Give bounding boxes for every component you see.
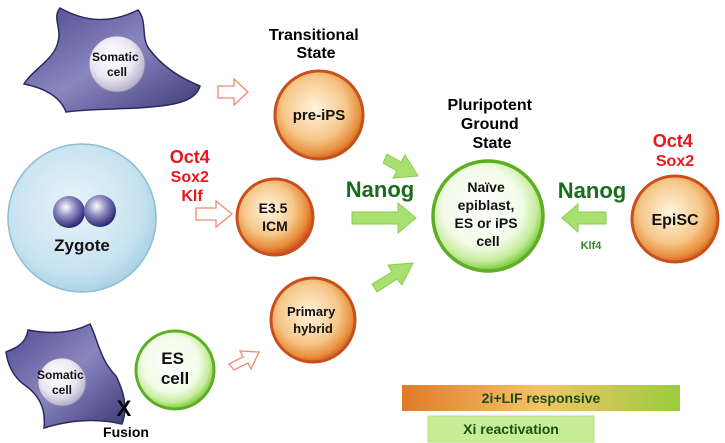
icm-cell: E3.5 ICM bbox=[235, 177, 315, 257]
naive-ground-state-cell: Naïve epiblast, ES or iPS cell bbox=[431, 159, 545, 273]
somatic-cell-top: Somatic cell bbox=[22, 7, 201, 113]
es-cell-body bbox=[134, 329, 216, 411]
heading-line: State bbox=[296, 45, 335, 62]
naive-label: ES or iPS bbox=[455, 215, 518, 231]
somatic-cell-bottom: Somatic cell bbox=[5, 322, 126, 430]
episc-body bbox=[630, 174, 720, 264]
somatic-label: Somatic bbox=[92, 50, 139, 64]
somatic-nucleus bbox=[88, 35, 146, 93]
lif-responsive-bar: 2i+LIF responsive bbox=[402, 385, 680, 411]
pre-ips-label: pre-iPS bbox=[293, 107, 346, 124]
arrow-from-pre-ips bbox=[382, 153, 419, 179]
arrow-from-primary-hybrid bbox=[371, 262, 414, 293]
arrow-from-icm bbox=[351, 201, 417, 235]
lif-bar-fill bbox=[402, 385, 680, 411]
episc-label: EpiSC bbox=[651, 212, 699, 229]
fusion-label: Fusion bbox=[103, 424, 149, 440]
reprogramming-factors-left: Oct4 Sox2 Klf bbox=[170, 147, 214, 205]
nanog-label-right: Nanog bbox=[558, 178, 626, 203]
episc-cell: EpiSC bbox=[630, 174, 720, 264]
svg-text:E3.5 ICM: E3.5 ICM bbox=[259, 200, 292, 234]
heading-line: Pluripotent bbox=[448, 97, 533, 114]
heading-line: Ground bbox=[461, 116, 519, 133]
reprogramming-factors-right: Oct4 Sox2 bbox=[653, 131, 697, 170]
pronucleus-icon bbox=[84, 195, 116, 227]
es-cell: ES cell bbox=[134, 329, 216, 411]
factor-sox2: Sox2 bbox=[656, 153, 694, 170]
svg-text:Somatic cell: Somatic cell bbox=[92, 50, 142, 79]
icm-body bbox=[235, 177, 315, 257]
naive-label: Naïve bbox=[467, 179, 505, 195]
xi-bar-fill bbox=[427, 415, 595, 443]
primary-hybrid-cell: Primary hybrid bbox=[269, 276, 357, 364]
factor-sox2: Sox2 bbox=[171, 169, 209, 186]
ground-state-heading: Pluripotent Ground State bbox=[448, 97, 537, 152]
factor-oct4: Oct4 bbox=[653, 131, 693, 151]
primary-hybrid-body bbox=[269, 276, 357, 364]
factor-klf: Klf bbox=[181, 188, 203, 205]
arrow-to-primary-hybrid bbox=[227, 350, 260, 371]
icm-label: ICM bbox=[262, 218, 288, 234]
factor-oct4: Oct4 bbox=[170, 147, 210, 167]
svg-text:Somatic cell: Somatic cell bbox=[37, 368, 87, 397]
fusion-x-mark: X bbox=[117, 396, 132, 421]
outline-arrows bbox=[195, 77, 260, 371]
naive-label: cell bbox=[476, 233, 499, 249]
icm-label: E3.5 bbox=[259, 200, 288, 216]
pronucleus-icon bbox=[53, 196, 85, 228]
pre-ips-body bbox=[273, 69, 365, 161]
somatic-label: Somatic bbox=[37, 368, 84, 382]
arrow-to-pre-ips bbox=[217, 77, 249, 107]
svg-text:Naïve epiblast, ES: Naïve epiblast, ES or iPS cell bbox=[455, 179, 522, 249]
zygote-label: Zygote bbox=[54, 236, 110, 255]
somatic-label: cell bbox=[107, 65, 127, 79]
pre-ips-cell: pre-iPS bbox=[273, 69, 365, 161]
es-cell-label: cell bbox=[161, 369, 189, 388]
klf4-label: Klf4 bbox=[581, 240, 603, 252]
svg-text:Primary hybrid: Primary hybrid bbox=[287, 304, 339, 336]
arrow-to-icm bbox=[195, 199, 234, 229]
somatic-nucleus bbox=[37, 357, 87, 407]
somatic-label: cell bbox=[52, 383, 72, 397]
heading-line: Transitional bbox=[269, 27, 359, 44]
heading-line: State bbox=[472, 135, 511, 152]
naive-cell-body bbox=[431, 159, 545, 273]
primary-hybrid-label: Primary bbox=[287, 304, 336, 319]
lif-bar-label: 2i+LIF responsive bbox=[482, 390, 601, 406]
xi-bar-label: Xi reactivation bbox=[463, 421, 559, 437]
es-cell-label: ES bbox=[161, 349, 184, 368]
svg-text:ES cell: ES cell bbox=[161, 349, 189, 388]
zygote: Zygote bbox=[7, 143, 157, 293]
naive-label: epiblast, bbox=[458, 197, 515, 213]
nanog-label-left: Nanog bbox=[346, 177, 414, 202]
xi-reactivation-bar: Xi reactivation bbox=[427, 415, 595, 443]
primary-hybrid-label: hybrid bbox=[293, 321, 333, 336]
arrow-from-episc bbox=[561, 202, 607, 234]
green-arrows bbox=[351, 153, 607, 293]
transitional-heading: Transitional State bbox=[269, 27, 363, 62]
